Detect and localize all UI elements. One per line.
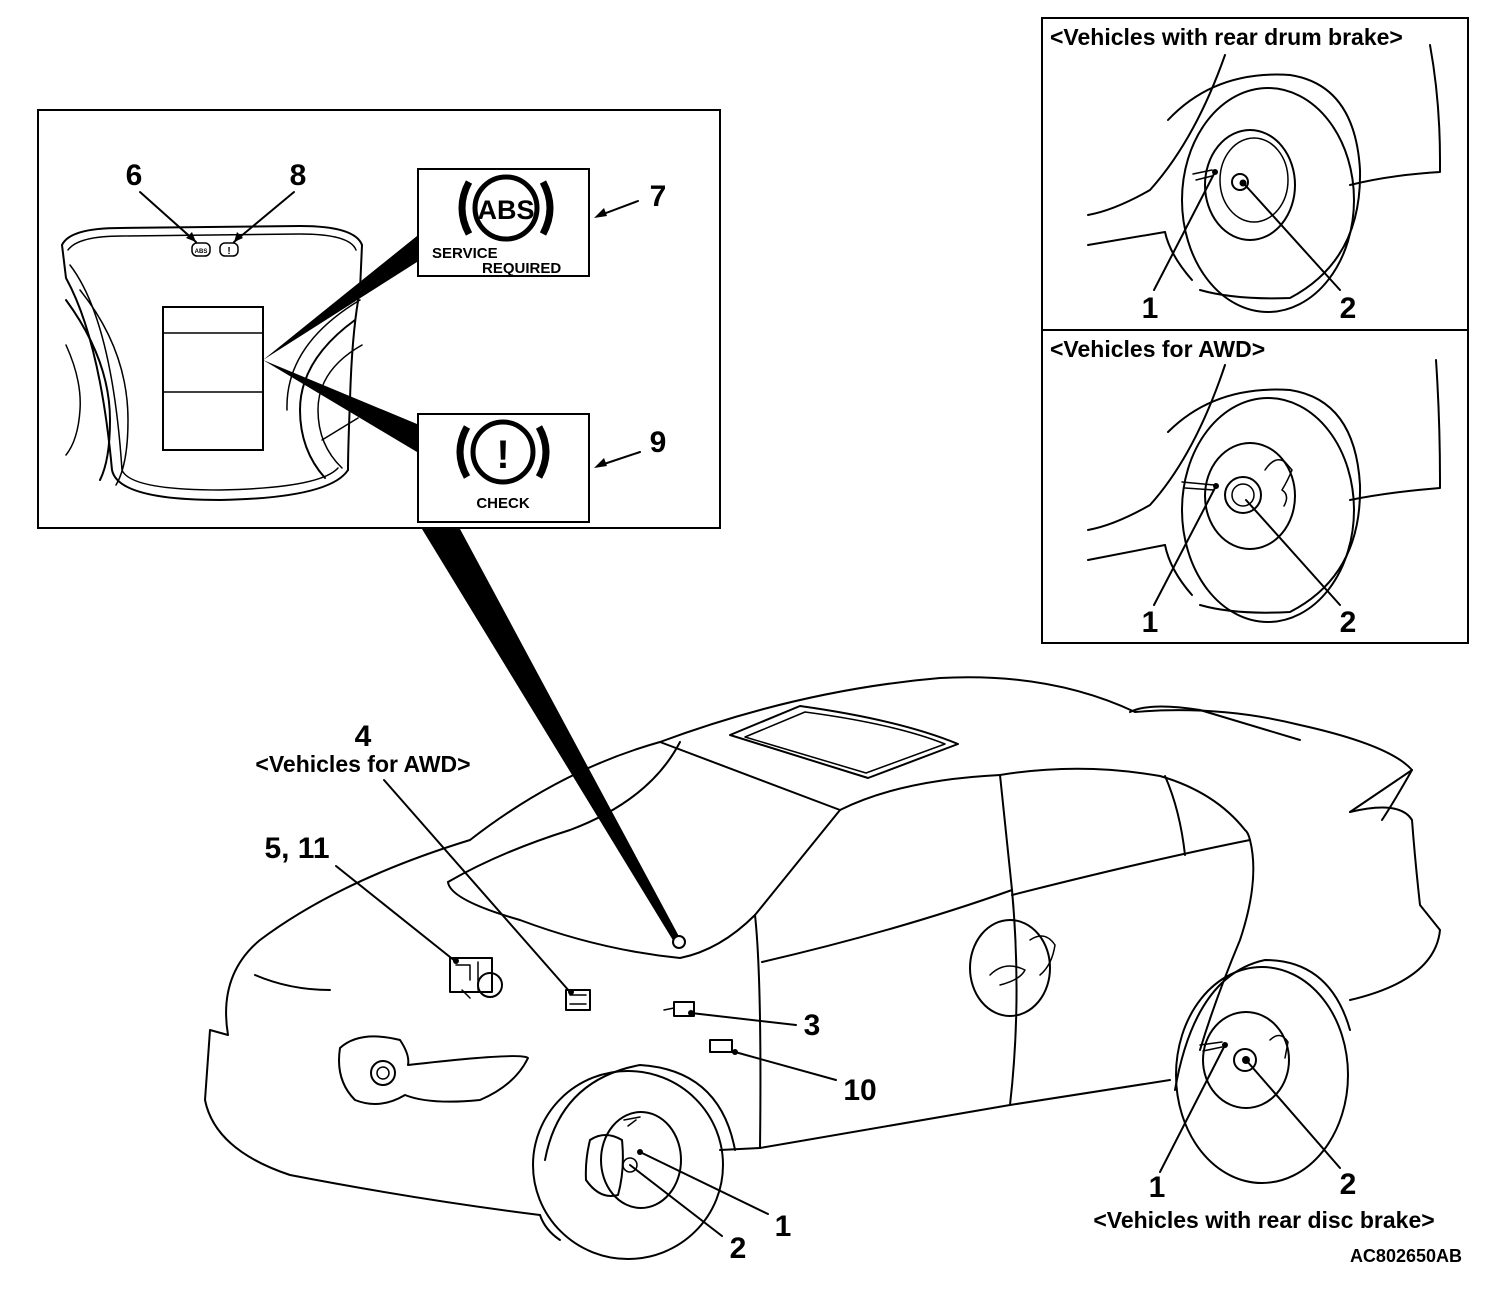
svg-text:!: ! xyxy=(227,246,230,257)
cluster-panel-frame xyxy=(37,109,721,529)
rear-disc-caption: <Vehicles with rear disc brake> xyxy=(1093,1207,1434,1233)
label-9: 9 xyxy=(650,426,667,459)
instrument-cluster-panel: ABS ! 6 8 ABS SERVICE REQUIRED 7 xyxy=(37,109,721,529)
label-rear-1: 1 xyxy=(1149,1171,1166,1204)
leader-front-2 xyxy=(629,1164,723,1237)
label-4-caption: <Vehicles for AWD> xyxy=(255,751,470,777)
leader-8 xyxy=(233,191,295,243)
inset-drum-title: <Vehicles with rear drum brake> xyxy=(1050,24,1403,50)
abs-warning-lamp-icon: ABS xyxy=(191,242,211,257)
required-text: REQUIRED xyxy=(482,260,561,277)
vehicle-body xyxy=(204,676,1441,1260)
inset-awd-title: <Vehicles for AWD> xyxy=(1050,336,1265,362)
label-4: 4 xyxy=(355,720,372,753)
stop-lamp-switch-icon xyxy=(663,1001,695,1017)
zoom-wedge-check xyxy=(263,360,417,452)
rear-wheel xyxy=(1175,966,1349,1184)
brake-warning-lamp-icon: ! xyxy=(219,242,239,257)
inset-rear-drum-brake: <Vehicles with rear drum brake> 1 2 xyxy=(1041,17,1469,331)
figure-code: AC802650AB xyxy=(1350,1246,1462,1266)
leader-4 xyxy=(383,779,571,993)
label-rear-2: 2 xyxy=(1340,1168,1357,1201)
relay-icon xyxy=(709,1039,738,1055)
label-front-1: 1 xyxy=(775,1210,792,1243)
svg-text:ABS: ABS xyxy=(195,249,208,255)
zoom-wedge-abs xyxy=(263,236,417,360)
cluster-location-marker xyxy=(672,935,686,949)
brake-check-panel: ! CHECK xyxy=(417,413,590,523)
label-3: 3 xyxy=(804,1009,821,1042)
label-5-11: 5, 11 xyxy=(264,832,329,865)
leader-6 xyxy=(139,191,197,243)
label-7: 7 xyxy=(650,180,667,213)
label-8: 8 xyxy=(290,159,307,192)
label-front-2: 2 xyxy=(730,1232,747,1265)
leader-5-11 xyxy=(335,865,456,962)
zoom-wedge-dashboard xyxy=(422,529,682,942)
check-icon-text: ! xyxy=(496,433,509,477)
service-text: SERVICE xyxy=(432,245,498,262)
inset-drum-label-1: 1 xyxy=(1142,292,1159,325)
inset-awd-label-2: 2 xyxy=(1340,606,1357,639)
label-10: 10 xyxy=(843,1074,876,1107)
check-text: CHECK xyxy=(476,495,530,512)
instrument-cluster: ABS ! xyxy=(61,225,363,501)
label-6: 6 xyxy=(126,159,143,192)
multi-info-display xyxy=(162,306,264,451)
hydraulic-unit-icon xyxy=(449,957,503,999)
inset-awd: <Vehicles for AWD> 1 2 xyxy=(1041,329,1469,644)
abs-icon-text: ABS xyxy=(477,195,534,225)
inset-drum-label-2: 2 xyxy=(1340,292,1357,325)
leader-front-1 xyxy=(639,1151,769,1215)
leader-rear-2 xyxy=(1245,1059,1341,1169)
leader-3 xyxy=(690,1012,797,1026)
inset-awd-label-1: 1 xyxy=(1142,606,1159,639)
front-wheel xyxy=(532,1070,724,1260)
leader-rear-1 xyxy=(1159,1044,1226,1173)
leader-10 xyxy=(734,1051,837,1081)
abs-service-required-panel: ABS SERVICE REQUIRED xyxy=(417,168,590,277)
